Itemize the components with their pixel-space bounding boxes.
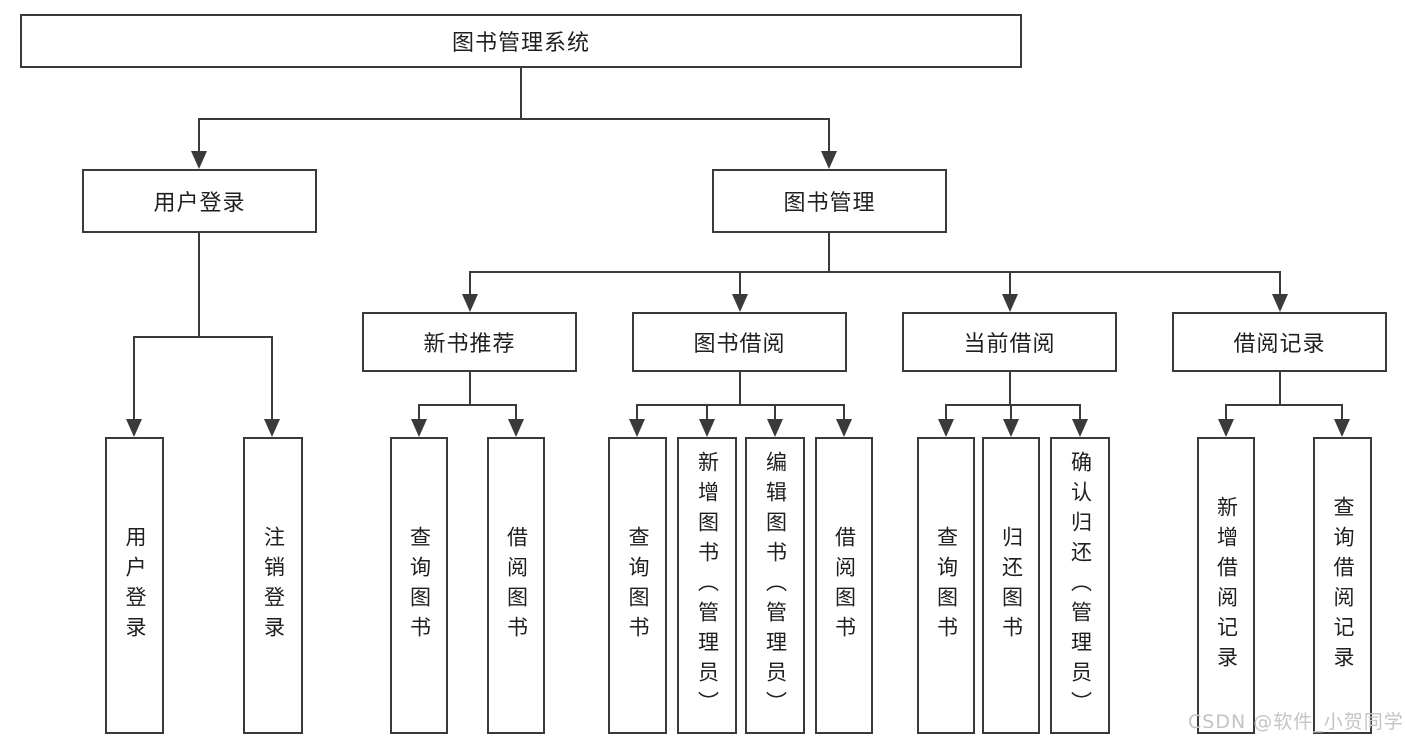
leaf-bb-add-book-admin: 新增图书（管理员） [677, 437, 737, 734]
leaf-label: 用户登录 [123, 525, 147, 646]
connector-line [706, 404, 708, 422]
arrow-down-icon [264, 419, 280, 437]
leaf-nb-borrow-books: 借阅图书 [487, 437, 545, 734]
arrow-down-icon [508, 419, 524, 437]
node-label: 用户登录 [153, 191, 246, 216]
leaf-label: 借阅图书 [504, 525, 529, 646]
connector-line [469, 372, 471, 406]
arrow-down-icon [1003, 419, 1019, 437]
arrow-down-icon [767, 419, 783, 437]
node-book-borrow: 图书借阅 [632, 312, 847, 372]
connector-line [198, 233, 200, 337]
node-user-login: 用户登录 [82, 169, 317, 233]
node-book-management: 图书管理 [712, 169, 947, 233]
connector-line [520, 68, 522, 119]
leaf-br-query-record: 查询借阅记录 [1313, 437, 1372, 734]
leaf-logout: 注销登录 [243, 437, 303, 734]
connector-line [515, 404, 517, 422]
connector-line [1009, 372, 1011, 406]
leaf-label: 归还图书 [999, 525, 1024, 646]
csdn-watermark: CSDN @软件_小贺同学 [1188, 711, 1404, 733]
node-label: 图书借阅 [693, 332, 786, 357]
connector-line [739, 372, 741, 406]
arrow-down-icon [821, 151, 837, 169]
connector-line [418, 404, 420, 422]
leaf-label: 借阅图书 [832, 525, 857, 646]
leaf-bb-query-books: 查询图书 [608, 437, 667, 734]
leaf-label: 查询借阅记录 [1331, 495, 1355, 676]
connector-line [1225, 404, 1227, 422]
leaf-cb-return-books: 归还图书 [982, 437, 1040, 734]
root-node: 图书管理系统 [20, 14, 1022, 68]
connector-line [774, 404, 776, 422]
leaf-bb-borrow-books: 借阅图书 [815, 437, 873, 734]
arrow-down-icon [462, 294, 478, 312]
connector-line [469, 271, 471, 297]
connector-line [1010, 404, 1012, 422]
arrow-down-icon [126, 419, 142, 437]
connector-line [133, 336, 273, 338]
arrow-down-icon [938, 419, 954, 437]
leaf-label: 查询图书 [626, 525, 650, 646]
node-borrow-records: 借阅记录 [1172, 312, 1387, 372]
arrow-down-icon [1072, 419, 1088, 437]
leaf-label: 确认归还（管理员） [1068, 450, 1093, 721]
leaf-br-add-record: 新增借阅记录 [1197, 437, 1255, 734]
connector-line [133, 336, 135, 421]
connector-line [271, 336, 273, 421]
arrow-down-icon [1218, 419, 1234, 437]
node-label: 当前借阅 [963, 332, 1056, 357]
leaf-bb-edit-book-admin: 编辑图书（管理员） [745, 437, 805, 734]
connector-line [1341, 404, 1343, 422]
leaf-label: 新增借阅记录 [1214, 495, 1239, 676]
leaf-label: 查询图书 [934, 525, 959, 646]
arrow-down-icon [699, 419, 715, 437]
node-new-book-recommend: 新书推荐 [362, 312, 577, 372]
connector-line [828, 118, 830, 153]
node-label: 图书管理 [783, 191, 876, 216]
arrow-down-icon [732, 294, 748, 312]
connector-line [1279, 271, 1281, 297]
arrow-down-icon [191, 151, 207, 169]
arrow-down-icon [629, 419, 645, 437]
leaf-label: 新增图书（管理员） [695, 450, 720, 721]
connector-line [1279, 372, 1281, 406]
arrow-down-icon [836, 419, 852, 437]
connector-line [198, 118, 200, 153]
connector-line [945, 404, 947, 422]
connector-line [418, 404, 517, 406]
arrow-down-icon [1272, 294, 1288, 312]
connector-line [739, 271, 741, 297]
node-current-borrow: 当前借阅 [902, 312, 1117, 372]
leaf-user-login: 用户登录 [105, 437, 164, 734]
arrow-down-icon [411, 419, 427, 437]
leaf-label: 注销登录 [261, 525, 286, 646]
connector-line [469, 271, 1281, 273]
node-label: 借阅记录 [1233, 332, 1326, 357]
connector-line [636, 404, 638, 422]
connector-line [636, 404, 845, 406]
leaf-label: 查询图书 [407, 525, 432, 646]
connector-line [843, 404, 845, 422]
leaf-label: 编辑图书（管理员） [763, 450, 788, 721]
connector-line [828, 233, 830, 273]
connector-line [1079, 404, 1081, 422]
connector-line [1225, 404, 1343, 406]
arrow-down-icon [1002, 294, 1018, 312]
leaf-cb-query-books: 查询图书 [917, 437, 975, 734]
connector-line [945, 404, 1081, 406]
connector-line [198, 118, 830, 120]
arrow-down-icon [1334, 419, 1350, 437]
node-label: 新书推荐 [423, 332, 516, 357]
leaf-nb-query-books: 查询图书 [390, 437, 448, 734]
node-label: 图书管理系统 [451, 31, 590, 56]
connector-line [1009, 271, 1011, 297]
leaf-cb-confirm-return-admin: 确认归还（管理员） [1050, 437, 1110, 734]
